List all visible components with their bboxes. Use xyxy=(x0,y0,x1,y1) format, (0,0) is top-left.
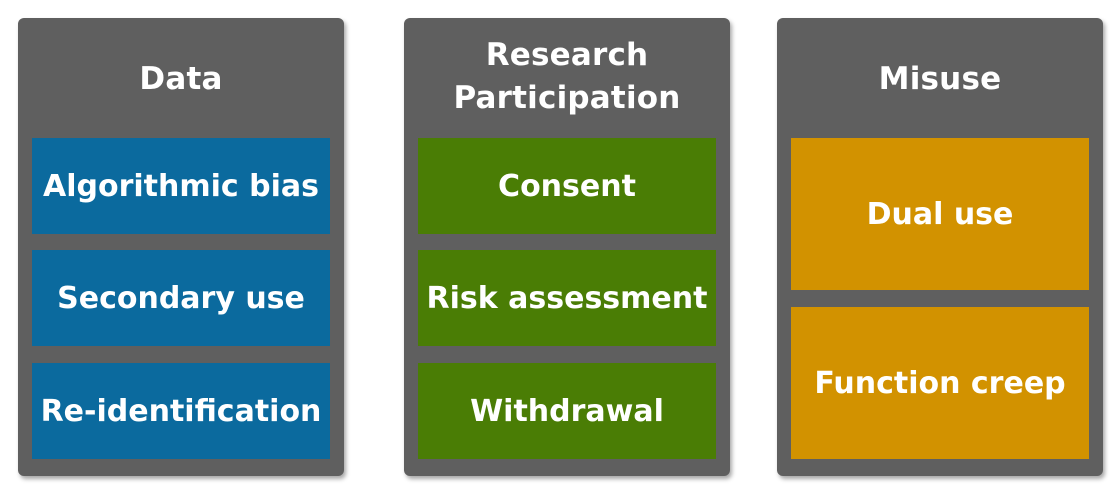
item-withdrawal: Withdrawal xyxy=(418,363,716,459)
category-column-data: Data Algorithmic bias Secondary use Re-i… xyxy=(18,18,344,476)
column-title: Research Participation xyxy=(453,37,681,116)
category-column-research-participation: Research Participation Consent Risk asse… xyxy=(404,18,730,476)
column-title: Data xyxy=(139,60,223,97)
item-re-identification: Re-identification xyxy=(32,363,330,459)
item-dual-use: Dual use xyxy=(791,138,1089,290)
item-function-creep: Function creep xyxy=(791,307,1089,459)
category-column-misuse: Misuse Dual use Function creep xyxy=(777,18,1103,476)
item-risk-assessment: Risk assessment xyxy=(418,250,716,346)
item-consent: Consent xyxy=(418,138,716,234)
item-secondary-use: Secondary use xyxy=(32,250,330,346)
column-title: Misuse xyxy=(878,60,1002,97)
item-algorithmic-bias: Algorithmic bias xyxy=(32,138,330,234)
